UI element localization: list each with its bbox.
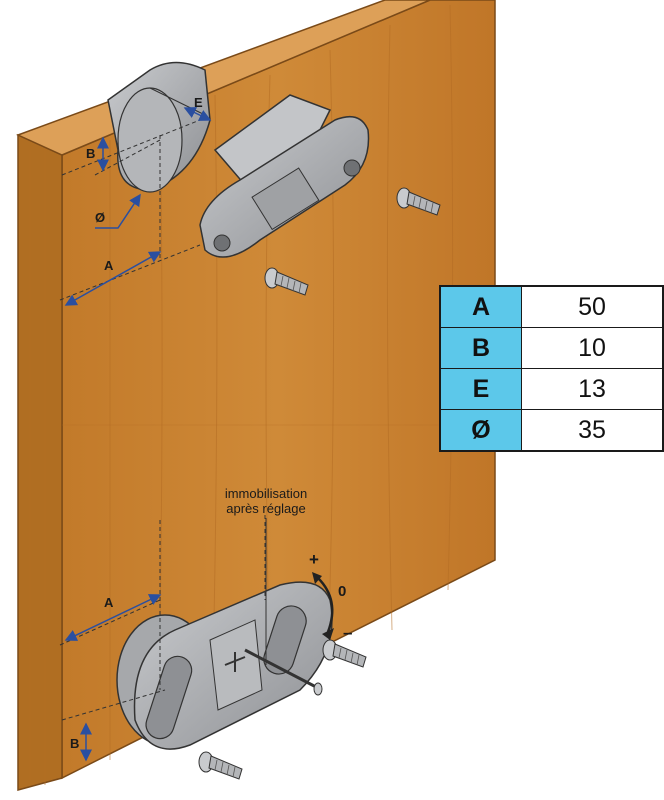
dimension-row: B 10 — [439, 327, 664, 369]
dimension-table: A 50 B 10 E 13 Ø 35 — [439, 285, 664, 452]
screw — [198, 751, 243, 780]
rotation-minus-label: – — [343, 623, 352, 642]
rotation-zero-label: 0 — [338, 583, 346, 600]
dimension-row: E 13 — [439, 368, 664, 410]
hinge-screw-hole — [343, 159, 361, 177]
dimension-value: 50 — [521, 285, 664, 328]
dimension-b-bottom: B — [70, 722, 92, 762]
dimension-label-b: B — [86, 146, 95, 161]
dimension-b-top: B — [86, 136, 109, 172]
dimension-label-a: A — [104, 595, 114, 610]
dimension-key: E — [439, 368, 522, 410]
dimension-label-e: E — [194, 95, 203, 110]
dimension-row: Ø 35 — [439, 409, 664, 452]
dimension-value: 35 — [521, 409, 664, 452]
wood-panel-edge — [17, 133, 63, 791]
screw — [396, 187, 441, 216]
dimension-a-bottom: A — [64, 594, 162, 641]
dimension-diameter-top: Ø — [95, 193, 141, 229]
dimension-a-top: A — [64, 251, 162, 306]
dimension-label-a: A — [104, 258, 114, 273]
top-hinge-cup — [107, 61, 211, 193]
dimension-value: 10 — [521, 327, 664, 369]
screw — [264, 267, 309, 296]
screw — [322, 639, 367, 668]
hinge-screw-hole — [213, 234, 231, 252]
dimension-key: Ø — [439, 409, 522, 452]
adjustment-note-line2: après réglage — [226, 501, 306, 516]
dimension-value: 13 — [521, 368, 664, 410]
guide-lines — [59, 119, 201, 301]
rotation-plus-label: + — [309, 550, 319, 569]
bottom-hinge — [116, 581, 333, 750]
top-hinge-body — [199, 94, 370, 258]
adjustment-note-line1: immobilisation — [225, 486, 307, 501]
dimension-key: A — [439, 285, 522, 328]
rotation-indicator: + 0 – — [309, 550, 352, 642]
dimension-row: A 50 — [439, 285, 664, 328]
dimension-e-top: E — [183, 95, 212, 121]
dimension-label-b: B — [70, 736, 79, 751]
dimension-key: B — [439, 327, 522, 369]
dimension-label-diameter: Ø — [95, 210, 105, 225]
